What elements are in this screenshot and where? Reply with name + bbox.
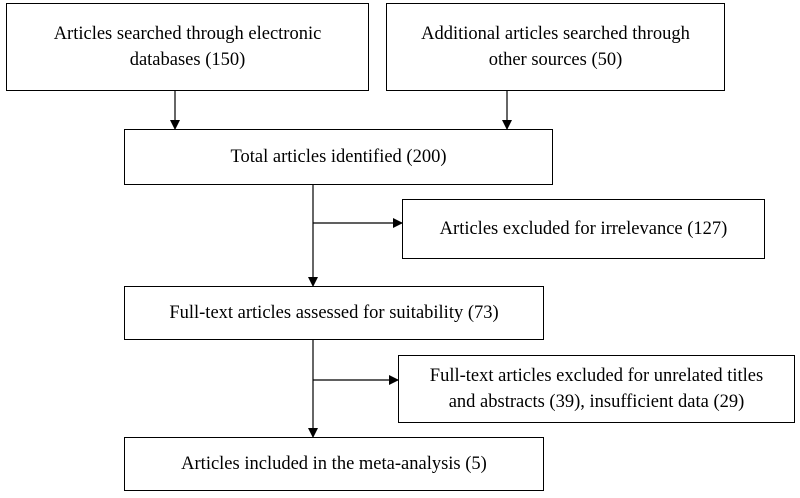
box-included-meta-analysis: Articles included in the meta-analysis (… bbox=[124, 437, 544, 491]
box-excluded-irrelevance-line1: Articles excluded for irrelevance (127) bbox=[439, 218, 728, 239]
box-electronic-databases: Articles searched through electronic dat… bbox=[6, 3, 369, 91]
box-total-identified: Total articles identified (200) bbox=[124, 129, 553, 185]
box-other-line2: other sources (50) bbox=[488, 50, 623, 70]
box-included-line1: Articles included in the meta-analysis (… bbox=[181, 453, 487, 474]
box-fulltext-line1: Full-text articles assessed for suitabil… bbox=[169, 302, 499, 323]
box-total-line1: Total articles identified (200) bbox=[230, 146, 447, 167]
box-other-sources: Additional articles searched through oth… bbox=[386, 3, 725, 91]
box-excluded-fulltext-line2: and abstracts (39), insufficient data (2… bbox=[448, 392, 745, 412]
box-excluded-irrelevance: Articles excluded for irrelevance (127) bbox=[402, 199, 765, 259]
box-electronic-line1: Articles searched through electronic bbox=[53, 23, 322, 44]
box-electronic-line2: databases (150) bbox=[129, 50, 246, 70]
box-excluded-fulltext: Full-text articles excluded for unrelate… bbox=[398, 355, 795, 423]
box-fulltext-assessed: Full-text articles assessed for suitabil… bbox=[124, 286, 544, 340]
box-other-line1: Additional articles searched through bbox=[421, 23, 690, 44]
box-excluded-fulltext-line1: Full-text articles excluded for unrelate… bbox=[429, 365, 764, 386]
